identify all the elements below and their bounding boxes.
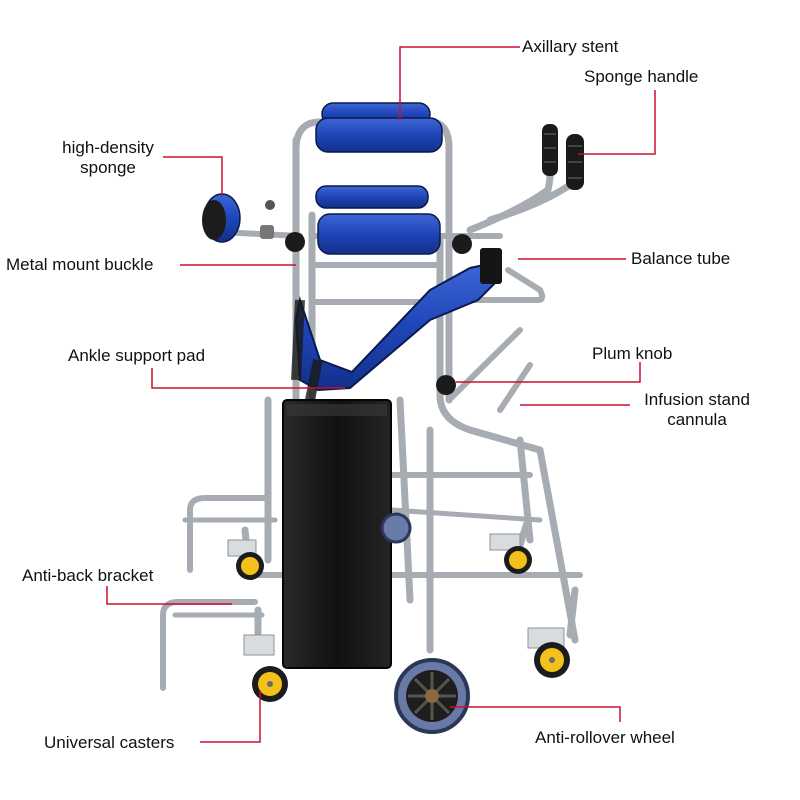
support-sling	[294, 260, 502, 392]
label-sponge-handle: Sponge handle	[584, 67, 699, 86]
label-balance-tube: Balance tube	[631, 249, 731, 268]
anti-rollover-wheel	[394, 658, 470, 734]
label-ankle-support-pad: Ankle support pad	[68, 346, 206, 365]
label-anti-rollover-wheel: Anti-rollover wheel	[535, 728, 675, 747]
label-high-density-sponge: high-density sponge	[50, 138, 166, 178]
label-high-density-sponge-line2: sponge	[80, 158, 136, 177]
leader-universal-casters	[200, 690, 261, 743]
label-axillary-stent: Axillary stent	[522, 37, 619, 56]
high-density-sponge-pad	[202, 193, 241, 243]
leader-ankle-support-pad	[151, 368, 345, 389]
label-universal-casters: Universal casters	[44, 733, 175, 752]
casters	[227, 512, 570, 702]
leader-plum-knob	[456, 362, 641, 383]
leader-anti-back-bracket	[106, 586, 232, 605]
leader-anti-rollover-wheel	[450, 706, 621, 722]
label-plum-knob: Plum knob	[592, 344, 673, 363]
plum-knobs	[260, 200, 472, 395]
leader-lines	[106, 46, 656, 743]
leader-axillary-stent	[399, 46, 520, 120]
sponge-handles	[542, 124, 584, 190]
label-infusion-stand-line1: Infusion stand	[644, 390, 750, 409]
label-metal-mount-buckle: Metal mount buckle	[6, 255, 154, 274]
ankle-support-board	[282, 399, 392, 669]
leader-high-density-sponge	[163, 156, 223, 196]
label-infusion-stand-cannula: Infusion stand cannula	[632, 390, 762, 430]
label-infusion-stand-line2: cannula	[667, 410, 727, 429]
axillary-pads	[315, 102, 443, 255]
label-anti-back-bracket: Anti-back bracket	[22, 566, 154, 585]
label-high-density-sponge-line1: high-density	[62, 138, 154, 157]
leader-sponge-handle	[578, 90, 656, 155]
